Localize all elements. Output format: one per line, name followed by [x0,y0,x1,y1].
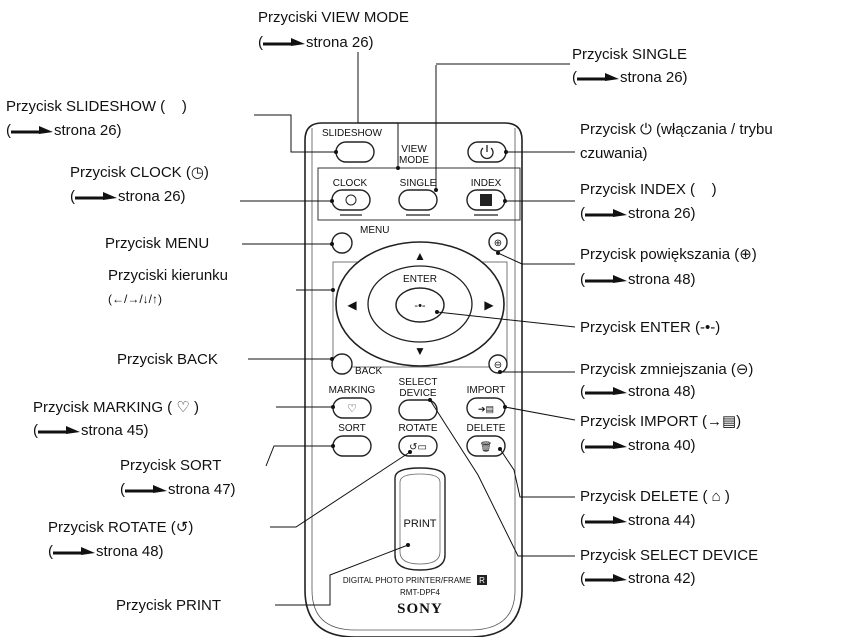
select-label-1: SELECT [399,377,438,388]
view-mode-group-frame [317,167,521,221]
single-label: SINGLE [400,178,437,189]
arrow-icon [38,426,80,435]
right-arrow-icon: ▶ [484,298,494,312]
callout-zoom-in-label: Przycisk powiększania (⊕) [580,246,757,263]
view-mode-label-2: MODE [399,155,429,166]
arrow-icon [585,574,627,583]
callout-slideshow-label: Przycisk SLIDESHOW ( ) [6,98,187,115]
callout-direction-label2: (←/→/↓/↑) [108,292,162,306]
enter-label: ENTER [403,274,437,285]
arrow-icon [263,38,305,47]
left-arrow-icon: ◀ [347,298,357,312]
back-label: BACK [355,366,383,377]
callout-clock-label: Przycisk CLOCK (◷) [70,164,209,181]
arrow-icon [125,485,167,494]
down-arrow-icon: ▼ [414,344,426,358]
callout-select-device-label: Przycisk SELECT DEVICE [580,547,759,564]
callout-power-label: Przycisk ⏻ (włączania / trybu [580,121,773,138]
select-label-2: DEVICE [399,388,437,399]
zoom-out-icon: ⊖ [494,360,502,371]
callout-single-label: Przycisk SINGLE [572,46,688,63]
power-icon [480,145,494,160]
callout-sort-label: Przycisk SORT [120,457,222,474]
index-label: INDEX [471,178,502,189]
callout-view-mode-ref: (strona 26) [258,34,374,51]
arrow-icon [75,192,117,201]
back-button [331,353,353,375]
single-button [398,189,438,211]
select-device-button [398,399,438,421]
callout-direction-label: Przyciski kierunku [108,267,229,284]
model-line: DIGITAL PHOTO PRINTER/FRAME [343,576,471,585]
callout-zoom-out-label: Przycisk zmniejszania (⊖) [580,361,754,378]
callout-sort-ref: (strona 47) [120,481,236,498]
callout-index-ref: (strona 26) [580,205,696,222]
callout-back-label: Przycisk BACK [117,351,218,368]
clock-icon [345,194,357,206]
callout-delete-ref: (strona 44) [580,512,696,529]
arrow-icon [585,209,627,218]
callout-select-device-ref: (strona 42) [580,570,696,587]
import-label: IMPORT [467,385,506,396]
view-mode-label-1: VIEW [401,144,427,155]
leader-lines [240,52,576,606]
arrow-icon [577,73,619,82]
callout-zoom-out-ref: (strona 48) [580,383,696,400]
heart-icon: ♡ [347,403,357,415]
index-grid-icon [480,194,492,206]
ir-icon [477,575,487,585]
rotate-icon: ↺▭ [409,442,427,453]
callout-zoom-in-ref: (strona 48) [580,271,696,288]
callout-power-label2: czuwania) [580,145,648,162]
arrow-icon [585,387,627,396]
svg-text:-•-: -•- [414,300,426,312]
svg-text:R: R [479,576,485,585]
zoom-in-icon: ⊕ [494,238,502,249]
brand-logo: SONY [397,601,443,617]
callout-slideshow-ref: (strona 26) [6,122,122,139]
arrow-icon [585,516,627,525]
arrow-icon [585,275,627,284]
rotate-label: ROTATE [398,423,437,434]
callout-delete-label: Przycisk DELETE ( ⌂ ) [580,488,730,505]
remote-body [304,122,523,637]
delete-button [466,435,506,457]
callout-index-label: Przycisk INDEX ( ) [580,181,717,198]
menu-label: MENU [360,225,389,236]
callout-clock-ref: (strona 26) [70,188,186,205]
clock-button [331,189,371,211]
print-label: PRINT [404,518,437,530]
clock-label: CLOCK [333,178,368,189]
callout-import-ref: (strona 40) [580,437,696,454]
callout-view-mode-label: Przyciski VIEW MODE [258,9,409,26]
arrow-icon [11,126,53,135]
callout-print-label: Przycisk PRINT [116,597,221,614]
slideshow-button [335,141,375,163]
model-code: RMT-DPF4 [400,588,441,597]
import-icon: ➔▤ [478,404,494,414]
callout-rotate-label: Przycisk ROTATE (↺) [48,519,194,536]
delete-label: DELETE [467,423,506,434]
up-arrow-icon: ▲ [414,249,426,263]
callout-rotate-ref: (strona 48) [48,543,164,560]
slideshow-label: SLIDESHOW [322,128,383,139]
sort-label: SORT [338,423,366,434]
marking-label: MARKING [329,385,376,396]
callout-enter-label: Przycisk ENTER (-•-) [580,319,721,336]
menu-button [331,232,353,254]
trash-icon: 🗑 [480,441,493,453]
arrow-icon [53,547,95,556]
sort-button [332,435,372,457]
arrow-icon [585,441,627,450]
enter-button [395,287,445,323]
callout-marking-label: Przycisk MARKING ( ♡ ) [33,399,199,416]
callout-menu-label: Przycisk MENU [105,235,210,252]
callout-single-ref: (strona 26) [572,69,688,86]
callout-marking-ref: (strona 45) [33,422,149,439]
callout-import-label: Przycisk IMPORT (→▤) [580,413,742,430]
zoom-out-button [488,354,508,374]
